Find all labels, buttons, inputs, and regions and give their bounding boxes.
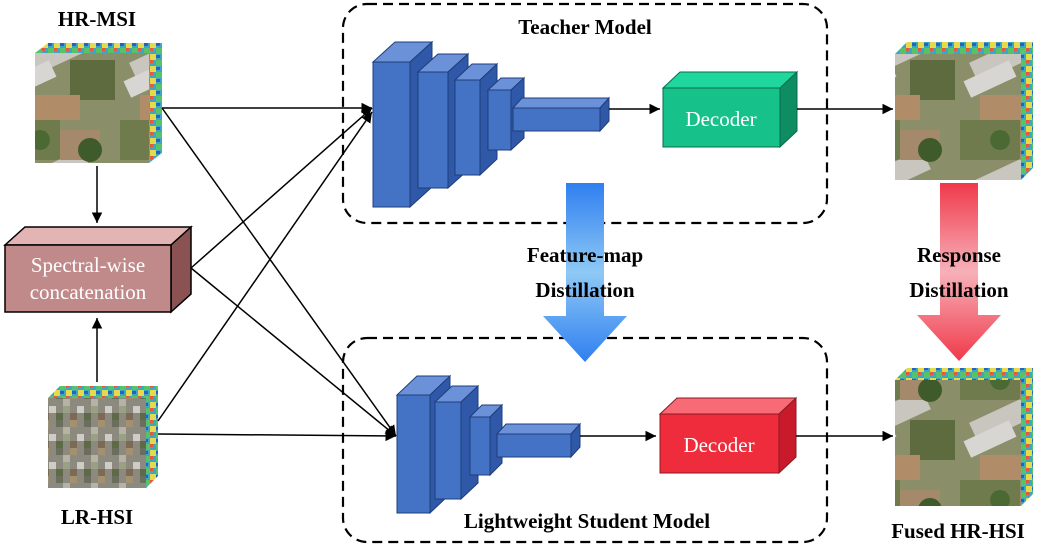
feature-distillation-line2: Distillation <box>535 278 634 302</box>
feature-distillation-line1: Feature-map <box>527 243 643 267</box>
teacher-decoder-box: Decoder <box>661 70 799 149</box>
input-connections <box>157 102 397 442</box>
response-distillation-line1: Response <box>917 243 1001 267</box>
fused-output-cube-icon <box>895 368 1033 506</box>
teacher-title: Teacher Model <box>518 15 652 39</box>
student-title: Lightweight Student Model <box>464 509 710 533</box>
spectral-concatenation-box: Spectral-wise concatenation <box>3 225 193 314</box>
teacher-decoder-label: Decoder <box>685 107 756 131</box>
teacher-encoder <box>371 40 611 209</box>
response-distillation-line2: Distillation <box>909 278 1008 302</box>
fused-output-label: Fused HR-HSI <box>891 519 1025 543</box>
hr-msi-label: HR-MSI <box>58 7 136 31</box>
feature-distillation-arrow-icon <box>543 183 627 362</box>
student-encoder <box>395 374 582 515</box>
lr-hsi-label: LR-HSI <box>61 505 133 529</box>
response-distillation-arrow-icon <box>917 183 1001 361</box>
student-decoder-label: Decoder <box>683 433 754 457</box>
lr-hsi-cube-icon <box>48 386 158 488</box>
concat-line2: concatenation <box>30 280 147 304</box>
hr-msi-cube-icon <box>35 43 162 163</box>
concat-line1: Spectral-wise <box>31 253 145 277</box>
teacher-output-cube-icon <box>895 42 1033 180</box>
student-decoder-box: Decoder <box>658 396 798 475</box>
